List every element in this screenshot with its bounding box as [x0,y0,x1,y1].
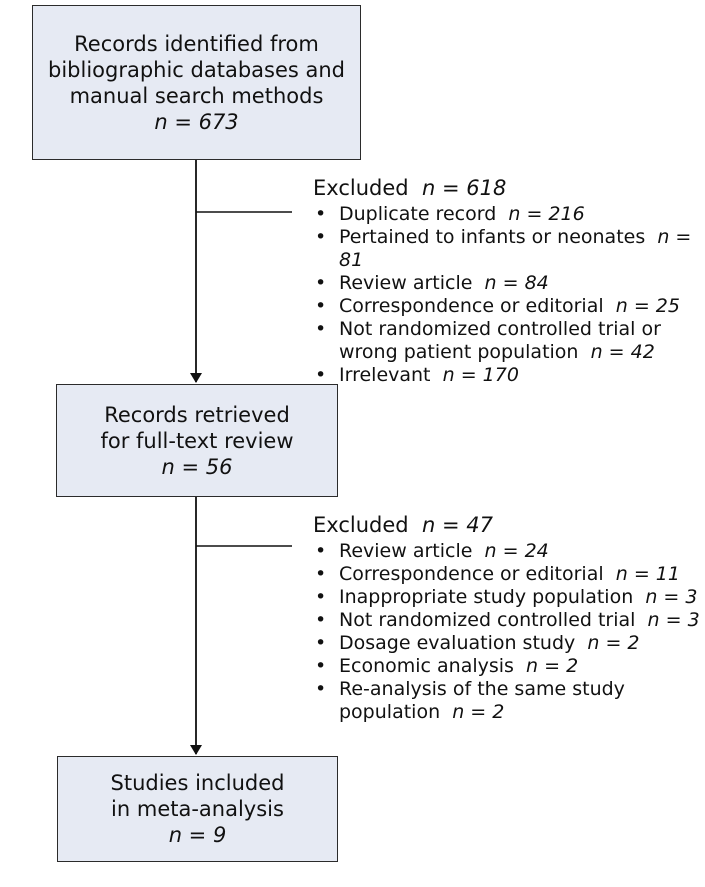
box-line: Records retrieved [104,402,290,427]
excluded-label: Excluded [313,176,409,200]
reason-text: Correspondence or editorial [339,563,604,585]
reason-text: Review article [339,272,473,294]
reason-text: Review article [339,540,473,562]
box-line: bibliographic databases and [47,57,346,82]
reason-count: n = 25 [615,295,680,317]
box-count: n = 56 [161,454,233,479]
reason-count: n = 2 [452,701,505,723]
exclusion-reason-item: Dosage evaluation study n = 2 [313,632,703,655]
reason-text: Inappropriate study population [339,586,634,608]
exclusion-reason-item: Not randomized controlled trial orwrong … [313,318,703,364]
box-line: for full-text review [100,428,294,453]
reason-count: n = 42 [590,341,655,363]
reason-count: n = 81 [339,226,692,271]
reason-count: n = 2 [526,655,579,677]
exclusion-reason-item: Economic analysis n = 2 [313,655,703,678]
excluded-count: n = 618 [421,176,507,200]
excluded-heading: Excluded n = 618 [313,175,703,201]
reason-text: wrong patient population [339,341,579,363]
box-line: Records identified from [74,31,319,56]
box-count: n = 9 [168,823,227,847]
excluded-label: Excluded [313,513,409,537]
exclusion-reason-item: Correspondence or editorial n = 25 [313,295,703,318]
reason-text: Dosage evaluation study [339,632,576,654]
box-line: in meta-analysis [111,797,284,821]
exclusion-reasons: Review article n = 24Correspondence or e… [313,540,703,724]
exclusion-reason-item: Inappropriate study population n = 3 [313,586,703,609]
reason-count: n = 24 [484,540,549,562]
reason-text: Not randomized controlled trial or [339,318,661,340]
reason-count: n = 3 [647,609,700,631]
reason-text: Duplicate record [339,203,497,225]
excluded-list-1: Excluded n = 618 Duplicate record n = 21… [313,175,703,387]
exclusion-reason-item: Not randomized controlled trial n = 3 [313,609,703,632]
exclusion-reason-item: Pertained to infants or neonates n = 81 [313,226,703,272]
exclusion-reason-item: Correspondence or editorial n = 11 [313,563,703,586]
box-line: manual search methods [69,83,324,108]
excluded-count: n = 47 [421,513,493,537]
reason-text: Correspondence or editorial [339,295,604,317]
reason-count: n = 2 [587,632,640,654]
exclusion-reason-item: Review article n = 84 [313,272,703,295]
reason-count: n = 170 [442,364,519,386]
exclusion-reason-item: Re-analysis of the same studypopulation … [313,678,703,724]
excluded-list-2: Excluded n = 47 Review article n = 24Cor… [313,512,703,724]
reason-count: n = 84 [484,272,549,294]
exclusion-reasons: Duplicate record n = 216Pertained to inf… [313,203,703,387]
reason-count: n = 3 [645,586,698,608]
exclusion-reason-item: Irrelevant n = 170 [313,364,703,387]
reason-text: Re-analysis of the same study [339,678,625,700]
studies-included-box: Studies included in meta-analysis n = 9 [57,756,338,862]
exclusion-reason-item: Duplicate record n = 216 [313,203,703,226]
box-line: Studies included [110,771,285,795]
records-identified-box: Records identified from bibliographic da… [32,5,361,160]
excluded-heading: Excluded n = 47 [313,512,703,538]
reason-text: Economic analysis [339,655,514,677]
reason-text: Pertained to infants or neonates [339,226,646,248]
reason-text: population [339,701,441,723]
records-retrieved-box: Records retrieved for full-text review n… [56,384,338,497]
reason-text: Not randomized controlled trial [339,609,636,631]
reason-count: n = 216 [508,203,585,225]
reason-text: Irrelevant [339,364,431,386]
reason-count: n = 11 [615,563,680,585]
box-count: n = 673 [154,109,239,134]
exclusion-reason-item: Review article n = 24 [313,540,703,563]
